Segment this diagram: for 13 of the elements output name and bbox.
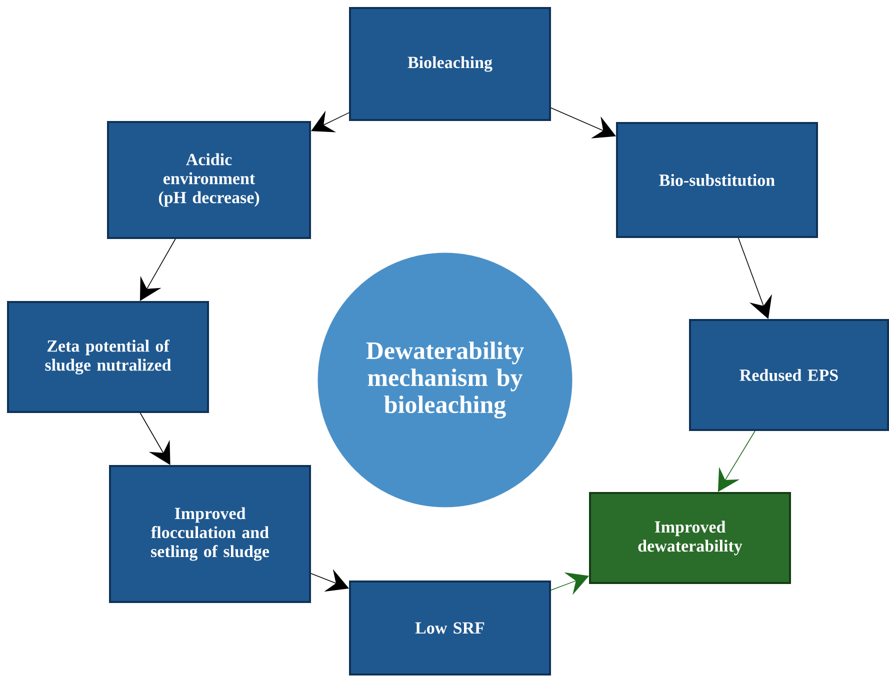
process-box: Improved dewaterability <box>589 492 791 584</box>
process-box: Bio-substitution <box>616 122 818 238</box>
arrow <box>718 430 756 492</box>
arrow <box>140 238 176 301</box>
arrow <box>550 107 616 138</box>
arrow <box>738 238 772 319</box>
process-box: Low SRF <box>349 580 551 676</box>
process-box: Improved flocculation and setling of sludge <box>109 465 311 603</box>
process-box: Zeta potential of sludge nutralized <box>7 301 209 413</box>
process-box: Bioleaching <box>349 7 551 121</box>
process-box: Acidic environment (pH decrease) <box>107 121 311 239</box>
arrow <box>140 412 170 465</box>
process-box: Redused EPS <box>689 319 889 431</box>
